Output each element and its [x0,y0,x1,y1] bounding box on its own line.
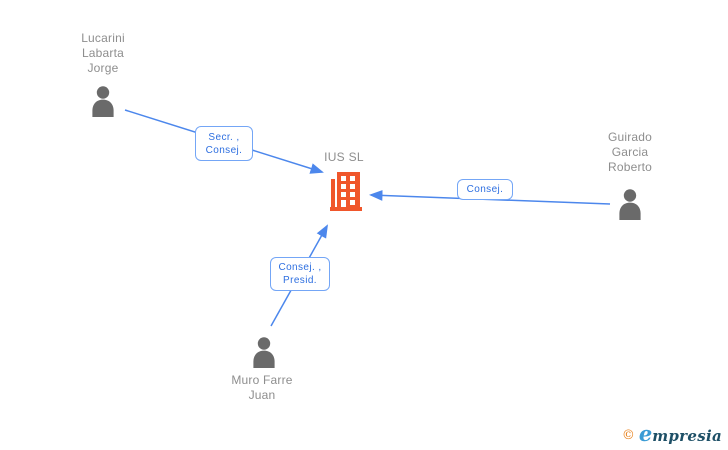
relation-label-consej: Consej. [457,179,513,200]
person-name-line: Jorge [87,61,119,75]
relation-label-line: Consej. [466,184,504,195]
empresia-logo[interactable]: ©empresia [622,421,722,446]
person-name: Lucarini Labarta Jorge [43,31,163,76]
relation-label-consej-presid: Consej. , Presid. [270,257,330,291]
person-name-line: Labarta [81,46,125,60]
person-name-line: Juan [248,388,276,402]
person-name-line: Muro Farre [231,373,293,387]
person-name-line: Guirado [607,130,653,144]
relation-label-line: Consej. [205,144,243,156]
person-name: Guirado Garcia Roberto [570,130,690,175]
person-icon[interactable] [248,336,280,368]
relation-label-line: Secr. , [208,131,240,143]
brand-letter-e: e [638,421,653,446]
building-icon[interactable] [330,172,362,212]
person-name: Muro Farre Juan [202,373,322,403]
person-icon[interactable] [614,188,646,220]
person-name-line: Garcia [611,145,649,159]
relation-label-line: Presid. [283,275,317,286]
relation-label-line: Consej. , [278,262,322,273]
person-name-line: Lucarini [81,31,125,45]
relation-label-secr-consej: Secr. , Consej. [195,126,253,161]
person-name-line: Roberto [607,160,653,174]
person-icon[interactable] [87,85,119,117]
company-name: IUS SL [324,150,364,164]
copyright-icon: © [621,428,635,443]
brand-wordmark: mpresia [652,427,722,445]
